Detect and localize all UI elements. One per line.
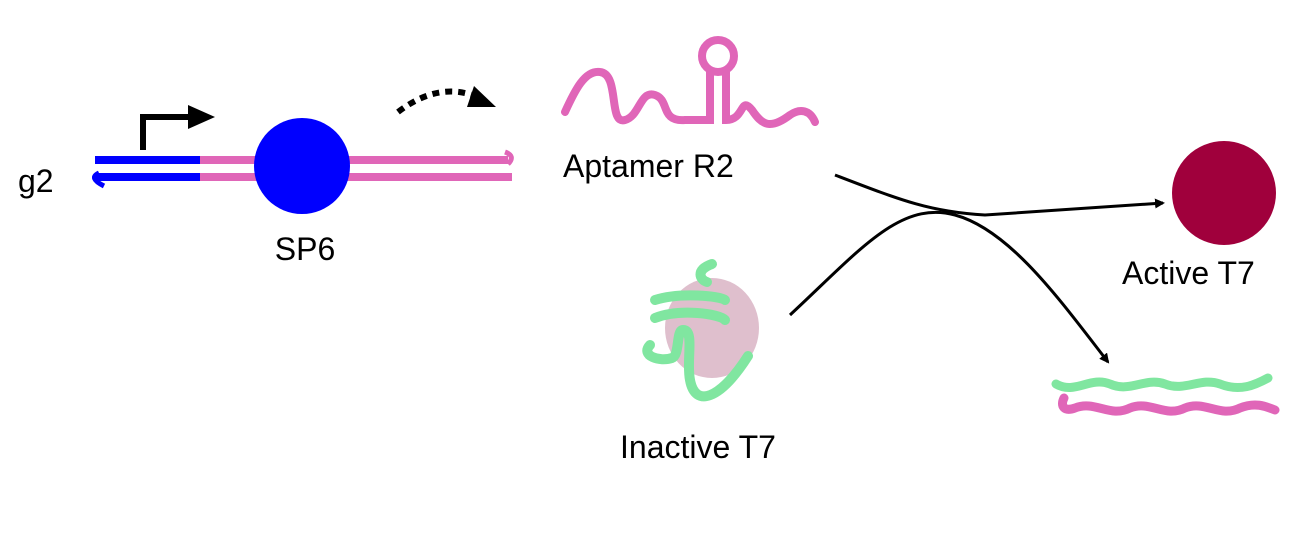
gene-label: g2 [18,163,54,199]
inactive-t7-label: Inactive T7 [620,429,776,465]
inactive-t7 [642,259,759,402]
strand-end-hook [504,149,514,166]
released-strands [1051,373,1280,416]
promoter-end-hook [92,170,106,189]
sp6-polymerase [254,118,350,214]
aptamer-label: Aptamer R2 [563,148,734,184]
active-t7 [1172,141,1276,245]
promoter-arrow-icon [140,105,215,150]
pink-strand [1058,393,1280,416]
green-strand [1051,373,1273,393]
dna-duplex [92,149,514,189]
sp6-label: SP6 [275,231,335,267]
aptamer-rna [561,36,819,128]
active-t7-label: Active T7 [1122,255,1255,291]
arrow-to-released-strands [788,210,1110,364]
reaction-arrows [788,173,1165,364]
transcription-arrow-icon [396,86,496,115]
arrow-to-active-t7 [834,173,1165,217]
